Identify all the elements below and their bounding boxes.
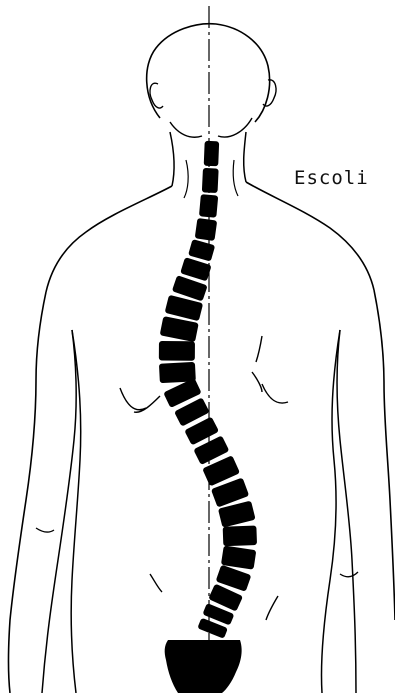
head-outline bbox=[147, 24, 270, 122]
right-arm-outer bbox=[374, 290, 395, 620]
left-scapula bbox=[120, 388, 160, 412]
vertebra bbox=[204, 141, 219, 166]
right-elbow-mark bbox=[340, 572, 358, 577]
left-elbow-mark bbox=[36, 528, 54, 532]
left-lumbar-mark bbox=[150, 574, 162, 592]
vertebra bbox=[160, 316, 199, 342]
vertebra bbox=[202, 168, 219, 193]
vertebra bbox=[223, 526, 257, 547]
sacrum bbox=[165, 640, 242, 693]
vertebra bbox=[199, 194, 218, 218]
left-arm-outer bbox=[9, 292, 47, 693]
scoliotic-spine bbox=[159, 141, 257, 639]
vertebra bbox=[188, 239, 215, 262]
right-scapula bbox=[252, 372, 288, 403]
vertebra bbox=[159, 341, 195, 361]
back-muscle-mark bbox=[256, 336, 262, 362]
right-shoulder-line bbox=[246, 182, 374, 290]
neck-left bbox=[170, 132, 174, 186]
vertebra bbox=[221, 545, 256, 569]
right-arm-inner bbox=[337, 330, 356, 693]
left-shoulder-line bbox=[46, 186, 172, 292]
vertebra bbox=[195, 218, 218, 241]
hairline bbox=[170, 118, 252, 137]
right-lumbar-mark bbox=[266, 596, 278, 620]
figure-caption: Escoli bbox=[294, 167, 369, 189]
neck-right bbox=[244, 132, 246, 182]
